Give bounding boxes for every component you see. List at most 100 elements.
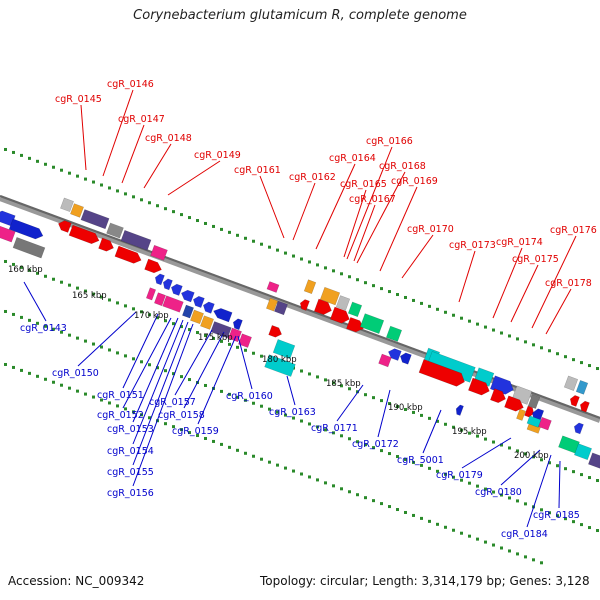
gene-shape <box>144 258 162 274</box>
guide-dot <box>388 402 391 406</box>
gene-feature <box>200 315 214 330</box>
gene-feature <box>80 209 110 230</box>
guide-dot <box>364 443 367 447</box>
gene-shape <box>114 245 142 264</box>
gene-shape <box>319 286 341 306</box>
guide-dot <box>476 434 479 438</box>
accession-value: NC_009342 <box>75 574 145 588</box>
guide-dot <box>548 511 551 515</box>
leader-line <box>353 204 376 262</box>
leader-line <box>132 319 184 445</box>
guide-dot <box>20 265 23 269</box>
gene-shape <box>563 375 579 391</box>
gene-shape <box>0 224 16 243</box>
guide-dot <box>348 387 351 391</box>
guide-dot <box>108 348 111 352</box>
leader-line <box>143 143 172 189</box>
gene-feature <box>468 377 490 396</box>
gene-feature <box>579 400 590 413</box>
gene-shape <box>579 400 590 413</box>
gene-shape <box>516 408 526 421</box>
topology-label: Topology: <box>260 574 317 588</box>
guide-dot <box>92 342 95 346</box>
guide-dot <box>364 496 367 500</box>
gene-label: cgR_0150 <box>52 368 99 379</box>
gene-shape <box>400 352 412 365</box>
gene-shape <box>359 313 385 334</box>
guide-dot <box>124 354 127 358</box>
leader-line <box>422 409 442 454</box>
leader-line <box>77 311 137 367</box>
gene-shape <box>538 416 552 431</box>
guide-dot <box>68 333 71 337</box>
guide-dot <box>100 345 103 349</box>
guide-dot <box>420 301 423 305</box>
guide-dot <box>68 386 71 390</box>
leader-line <box>377 389 391 438</box>
guide-dot <box>28 318 31 322</box>
gene-label: cgR_0179 <box>436 470 483 481</box>
guide-dot <box>404 457 407 461</box>
gene-feature <box>274 300 288 316</box>
guide-dot <box>276 248 279 252</box>
guide-dot <box>68 283 71 287</box>
guide-dot <box>268 407 271 411</box>
guide-dot <box>52 327 55 331</box>
guide-dot <box>148 201 151 205</box>
guide-dot <box>68 171 71 175</box>
guide-dot <box>188 378 191 382</box>
gene-shape <box>490 388 506 404</box>
gene-feature <box>418 359 465 387</box>
leader-line <box>259 175 285 239</box>
gene-shape <box>329 306 350 324</box>
leader-line <box>122 317 172 409</box>
guide-dot <box>36 321 39 325</box>
guide-dot <box>20 153 23 157</box>
guide-dot <box>116 404 119 408</box>
guide-dot <box>316 263 319 267</box>
gene-feature <box>563 375 579 391</box>
guide-dot <box>76 336 79 340</box>
guide-dot <box>236 345 239 349</box>
guide-dot <box>220 339 223 343</box>
gene-feature <box>8 218 44 240</box>
gene-shape <box>106 222 124 239</box>
gene-label: cgR_0171 <box>311 423 358 434</box>
gene-shape <box>98 237 114 252</box>
guide-dot <box>164 319 167 323</box>
guide-dot <box>212 439 215 443</box>
guide-dot <box>172 425 175 429</box>
leader-line <box>122 313 159 389</box>
guide-dot <box>324 378 327 382</box>
guide-dot <box>332 381 335 385</box>
gene-label: cgR_0185 <box>533 510 580 521</box>
guide-dot <box>332 269 335 273</box>
gene-shape <box>232 318 243 331</box>
guide-dot <box>412 460 415 464</box>
leader-line <box>401 234 434 279</box>
gene-feature <box>569 395 580 407</box>
gene-shape <box>162 278 173 291</box>
guide-dot <box>556 514 559 518</box>
guide-dot <box>180 325 183 329</box>
gene-feature <box>575 380 589 395</box>
leader-line <box>343 189 367 258</box>
guide-dot <box>300 472 303 476</box>
gene-label: cgR_0151 <box>97 390 144 401</box>
guide-dot <box>540 458 543 462</box>
gene-label: cgR_0172 <box>352 439 399 450</box>
guide-dot <box>500 546 503 550</box>
guide-dot <box>308 422 311 426</box>
guide-dot <box>468 481 471 485</box>
guide-dot <box>388 505 391 509</box>
guide-dot <box>180 375 183 379</box>
guide-dot <box>516 499 519 503</box>
gene-shape <box>8 218 44 240</box>
gene-shape <box>70 203 84 218</box>
guide-dot <box>516 337 519 341</box>
guide-dot <box>388 452 391 456</box>
gene-shape <box>0 210 16 227</box>
guide-dot <box>500 443 503 447</box>
guide-dot <box>36 159 39 163</box>
